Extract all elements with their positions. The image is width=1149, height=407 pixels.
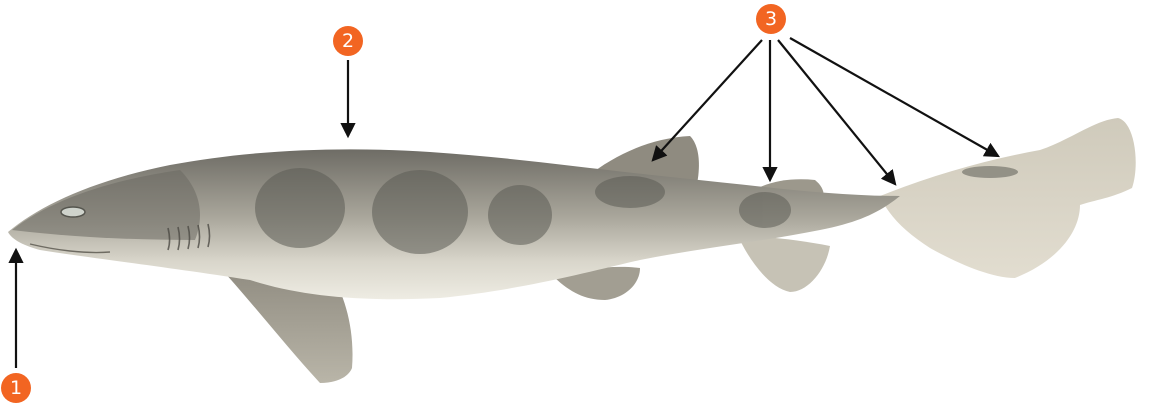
marker-badge-2: 2 xyxy=(333,26,363,56)
shark-illustration xyxy=(8,118,1136,383)
head-shading xyxy=(12,170,200,240)
anal-fin xyxy=(738,236,830,292)
shark-eye xyxy=(61,207,85,217)
marker-badge-1: 1 xyxy=(1,373,31,403)
arrow-tail-lower xyxy=(778,40,895,184)
arrow-first-dorsal-fin xyxy=(653,40,762,160)
marker-badge-3: 3 xyxy=(756,4,786,34)
caudal-fin xyxy=(880,118,1136,278)
arrow-tail-upper xyxy=(790,38,998,156)
arrows-fins xyxy=(653,38,998,184)
